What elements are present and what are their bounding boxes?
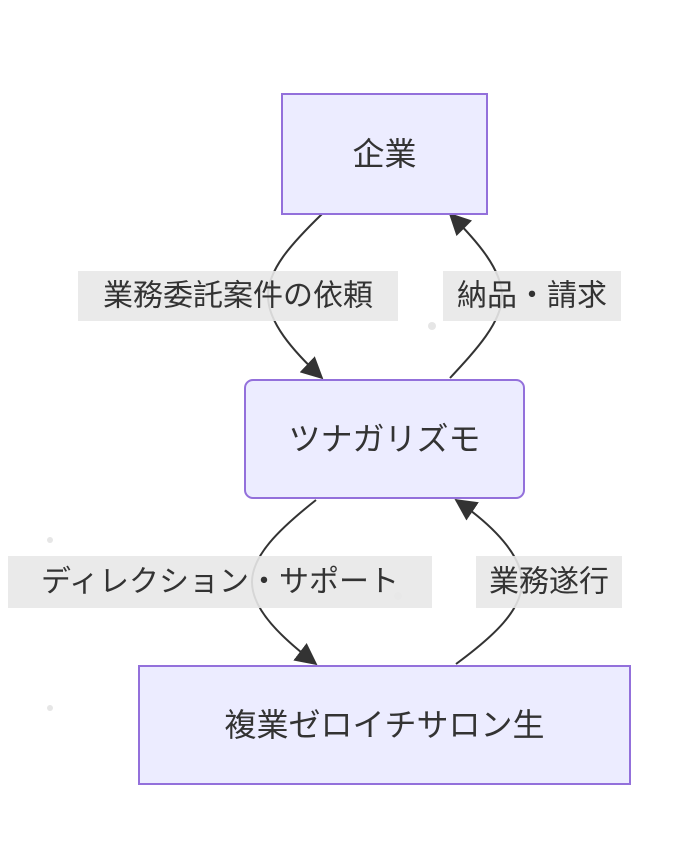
node-salon-members[interactable]: 複業ゼロイチサロン生 xyxy=(138,665,631,785)
edge-label-execution-text: 業務遂行 xyxy=(489,565,609,600)
edge-label-delivery-text: 納品・請求 xyxy=(457,279,607,314)
node-tsunagarizumo[interactable]: ツナガリズモ xyxy=(244,379,525,499)
edge-label-delivery: 納品・請求 xyxy=(443,271,621,321)
edge-label-request-text: 業務委託案件の依頼 xyxy=(103,279,373,314)
background-dot xyxy=(47,537,53,543)
background-dot xyxy=(47,705,53,711)
node-tsunagarizumo-label: ツナガリズモ xyxy=(288,420,480,458)
edge-label-direction: ディレクション・サポート xyxy=(8,556,432,608)
node-salon-members-label: 複業ゼロイチサロン生 xyxy=(224,706,544,744)
edge-label-execution: 業務遂行 xyxy=(476,556,622,608)
node-company[interactable]: 企業 xyxy=(281,93,488,215)
edge-label-direction-text: ディレクション・サポート xyxy=(41,565,399,600)
edge-label-request: 業務委託案件の依頼 xyxy=(78,271,398,321)
background-dot xyxy=(428,322,436,330)
node-company-label: 企業 xyxy=(352,135,416,173)
